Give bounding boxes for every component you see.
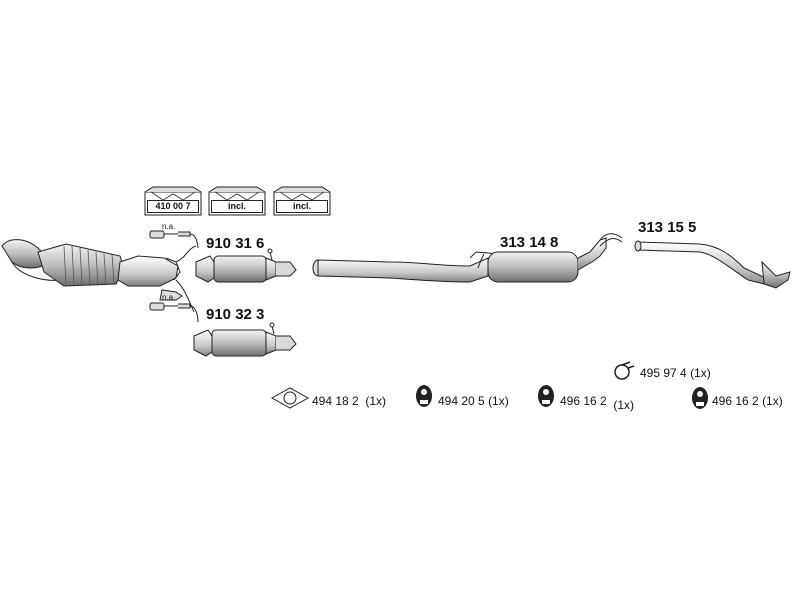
accessory-2: 494 20 5 (1x) — [438, 394, 509, 408]
middle-silencer-313148 — [312, 233, 623, 283]
accessory-1-code: 494 18 2 — [312, 394, 359, 408]
rubber-hanger-icon-3 — [692, 387, 708, 409]
catalyst-910316 — [195, 248, 297, 283]
flange-gasket-icon — [270, 387, 310, 409]
accessory-4: 496 16 2 (1x) — [712, 394, 783, 408]
accessory-1-qty: (1x) — [365, 394, 387, 408]
part-number-middle-silencer: 313 14 8 — [500, 234, 559, 251]
tail-pipe-313155 — [634, 240, 791, 289]
lead-line-2 — [175, 279, 195, 313]
accessory-2-code: 494 20 5 — [438, 394, 485, 408]
kit-box-1-label: 410 00 7 — [147, 200, 199, 213]
oxygen-sensor-2 — [149, 302, 199, 323]
accessory-5-qty: (1x) — [690, 366, 711, 380]
accessory-4-code: 496 16 2 — [712, 394, 759, 408]
kit-box-2-label: incl. — [211, 200, 263, 213]
accessory-5-code: 495 97 4 — [640, 366, 687, 380]
accessory-5: 495 97 4 (1x) — [640, 366, 711, 380]
rubber-hanger-icon-2 — [538, 385, 554, 407]
lead-line-1 — [175, 245, 197, 263]
accessory-4-qty: (1x) — [762, 394, 783, 408]
accessory-1: 494 18 2 (1x) — [312, 394, 386, 408]
accessory-3-qty: (1x) — [613, 398, 635, 412]
accessory-3: 496 16 2 (1x) — [560, 394, 634, 412]
oxygen-sensor-1 — [149, 230, 199, 249]
part-number-tail-pipe: 313 15 5 — [638, 219, 697, 236]
kit-box-3: incl. — [272, 186, 332, 216]
part-number-catalyst-1: 910 31 6 — [206, 235, 265, 252]
manifold-catalyst — [1, 239, 181, 287]
rubber-hanger-icon-1 — [416, 385, 432, 407]
kit-box-2: incl. — [207, 186, 267, 216]
kit-box-1: 410 00 7 — [143, 186, 203, 216]
accessory-3-code: 496 16 2 — [560, 394, 607, 408]
sensor-note-1: n.a. — [162, 222, 176, 231]
accessory-2-qty: (1x) — [488, 394, 509, 408]
gasket-piece — [159, 289, 183, 301]
sensor-note-2: n.a. — [162, 293, 176, 302]
kit-box-3-label: incl. — [276, 200, 328, 213]
part-number-catalyst-2: 910 32 3 — [206, 306, 265, 323]
catalyst-910323 — [193, 322, 297, 357]
clamp-icon — [614, 361, 635, 380]
